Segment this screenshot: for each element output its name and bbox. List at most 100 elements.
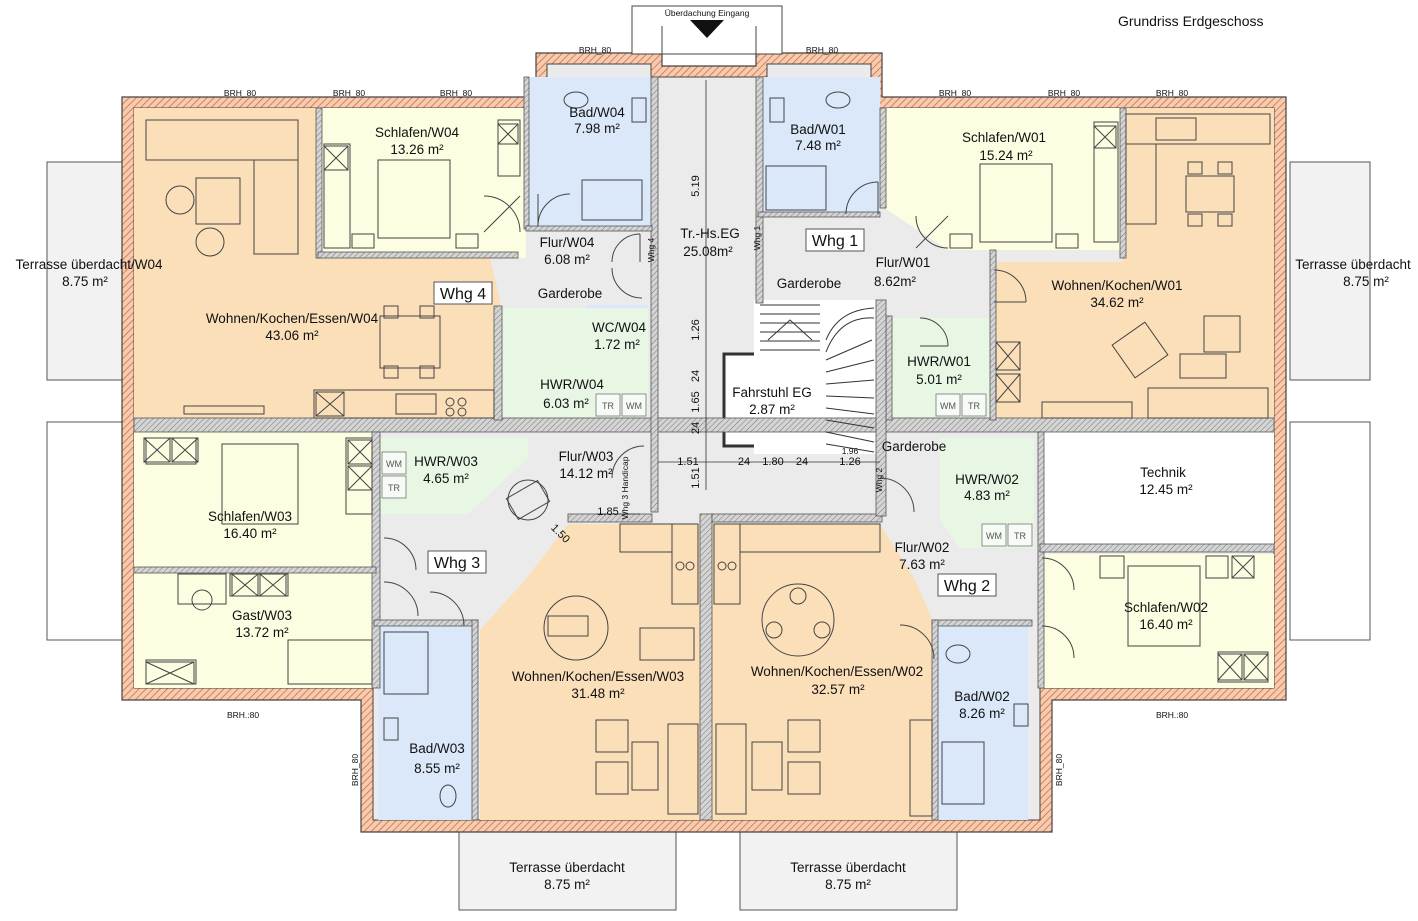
- room-area-hwr-w04: 6.03 m²: [543, 396, 589, 411]
- parapet-label: BRH_80: [350, 754, 360, 786]
- furniture: [145, 91, 1271, 817]
- apartment-tag-w1: Whg 1: [812, 233, 858, 250]
- room-area-schlafen-w01: 15.24 m²: [979, 148, 1033, 163]
- room-area-flur-w04: 6.08 m²: [544, 252, 590, 267]
- parapet-labels: BRH_80 BRH_80 BRH_80 BRH_80 BRH_80 BRH_8…: [224, 45, 1188, 786]
- room-area-flur-w03: 14.12 m²: [559, 466, 613, 481]
- appliance-wm: WM: [986, 531, 1002, 541]
- room-area-fahrstuhl: 2.87 m²: [749, 402, 795, 417]
- room-hwr-w03: [378, 438, 528, 514]
- appliance-wm: WM: [386, 459, 402, 469]
- cabinet-marks: [143, 123, 1269, 685]
- room-area-wohnen-w01: 34.62 m²: [1090, 295, 1144, 310]
- room-hwr-w02: [940, 438, 1034, 548]
- plan-title: Grundriss Erdgeschoss: [1118, 13, 1264, 29]
- interior-walls: [133, 76, 1275, 821]
- room-name-bad-w03: Bad/W03: [409, 741, 465, 756]
- room-area-bad-w04: 7.98 m²: [574, 121, 620, 136]
- parapet-label: BRH_80: [224, 88, 256, 98]
- room-name-bad-w04: Bad/W04: [569, 105, 625, 120]
- room-area-terrasse-west: 8.75 m²: [62, 274, 108, 289]
- dimension-label: 1.26: [839, 456, 860, 468]
- room-area-wc-w04: 1.72 m²: [594, 337, 640, 352]
- dimension-label: 24: [796, 456, 808, 468]
- room-name-bad-w02: Bad/W02: [954, 689, 1010, 704]
- room-area-terrasse-s2: 8.75 m²: [825, 877, 871, 892]
- room-labels: Bad/W04 7.98 m² Schlafen/W04 13.26 m² Fl…: [15, 105, 1411, 892]
- terrace-south-1-shape: [458, 831, 677, 911]
- appliance-wm: WM: [626, 401, 642, 411]
- apartment-tags: Whg 4 Whg 1 Whg 3 Whg 2: [427, 228, 997, 597]
- room-name-wohnen-w02: Wohnen/Kochen/Essen/W02: [751, 664, 923, 679]
- room-area-technik: 12.45 m²: [1139, 482, 1193, 497]
- door-notes: Whg 3 Handicap Whg 4 Whg 1 Whg 2: [620, 225, 884, 519]
- dimension-label: 24: [738, 456, 750, 468]
- room-area-hwr-w03: 4.65 m²: [423, 471, 469, 486]
- room-name-hwr-w01: HWR/W01: [907, 354, 971, 369]
- terrace-east-lower-shape: [1289, 421, 1371, 641]
- dimension-label: 24: [690, 370, 702, 382]
- dimension-label: 1.51: [690, 467, 702, 488]
- room-name-hwr-w04: HWR/W04: [540, 377, 604, 392]
- room-technik: [1044, 432, 1274, 544]
- dimension-label: 5.19: [690, 175, 702, 196]
- dimension-label: 1.51: [677, 456, 698, 468]
- room-area-schlafen-w04: 13.26 m²: [390, 142, 444, 157]
- room-name-flur-w01: Flur/W01: [876, 255, 931, 270]
- apartment-tag-w3: Whg 3: [434, 555, 480, 572]
- terrace-south-2-shape: [739, 831, 958, 911]
- terrace-west-shape: [46, 161, 127, 381]
- room-name-flur-w03: Flur/W03: [559, 449, 614, 464]
- room-name-terrasse-s2: Terrasse überdacht: [790, 860, 906, 875]
- room-name-terrasse-west: Terrasse überdacht/W04: [15, 257, 163, 272]
- room-area-wohnen-w02: 32.57 m²: [811, 682, 865, 697]
- room-bad-w01: [758, 77, 880, 215]
- room-area-terrasse-east: 8.75 m²: [1343, 274, 1389, 289]
- appliance-labels: WM TR WM TR WM TR WM TR: [386, 401, 1026, 541]
- room-area-bad-w02: 8.26 m²: [959, 706, 1005, 721]
- room-bad-w03: [378, 626, 476, 820]
- room-name-schlafen-w03: Schlafen/W03: [208, 509, 292, 524]
- room-name-flur-w04: Flur/W04: [540, 235, 595, 250]
- parapet-label: BRH_80: [806, 45, 838, 55]
- dimension-label: 1.85: [597, 506, 618, 518]
- parapet-label: BRH_80: [440, 88, 472, 98]
- room-name-wohnen-w03: Wohnen/Kochen/Essen/W03: [512, 669, 684, 684]
- garderobe-label: Garderobe: [538, 286, 603, 301]
- room-name-schlafen-w01: Schlafen/W01: [962, 130, 1046, 145]
- dimension-label: 1.80: [762, 456, 783, 468]
- room-name-schlafen-w04: Schlafen/W04: [375, 125, 460, 140]
- dimension-label: 1.96: [842, 446, 859, 456]
- room-name-hwr-w02: HWR/W02: [955, 472, 1019, 487]
- room-name-wohnen-w01: Wohnen/Kochen/W01: [1051, 278, 1182, 293]
- dimension-lines: [596, 80, 880, 515]
- room-name-technik: Technik: [1140, 465, 1186, 480]
- room-area-schlafen-w03: 16.40 m²: [223, 526, 277, 541]
- entrance-canopy-label: Überdachung Eingang: [665, 8, 750, 18]
- room-area-bad-w03: 8.55 m²: [414, 761, 460, 776]
- door-note-w4: Whg 4: [646, 237, 656, 262]
- room-name-gast-w03: Gast/W03: [232, 608, 292, 623]
- room-area-schlafen-w02: 16.40 m²: [1139, 617, 1193, 632]
- room-schlafen-w04: [318, 108, 526, 258]
- appliance-tr: TR: [1014, 531, 1026, 541]
- room-area-flur-w01: 8.62m²: [874, 274, 917, 289]
- room-area-flur-w02: 7.63 m²: [899, 557, 945, 572]
- parapet-label: BRH_80: [1054, 754, 1064, 786]
- garderobe-labels: Garderobe Garderobe Garderobe: [538, 276, 947, 454]
- appliance-wm: WM: [940, 401, 956, 411]
- parapet-label: BRH_80: [939, 88, 971, 98]
- doors: [383, 181, 1075, 660]
- apartment-tag-w2: Whg 2: [944, 578, 990, 595]
- room-name-terrasse-east: Terrasse überdacht: [1295, 257, 1411, 272]
- dimension-label: 1.26: [690, 319, 702, 340]
- room-name-flur-w02: Flur/W02: [895, 540, 950, 555]
- room-area-wohnen-w03: 31.48 m²: [571, 686, 625, 701]
- room-schlafen-w03: [134, 432, 376, 570]
- room-name-bad-w01: Bad/W01: [790, 122, 846, 137]
- room-gast-w03: [134, 570, 376, 688]
- room-area-treppenhaus: 25.08m²: [683, 244, 733, 259]
- room-name-wohnen-w04: Wohnen/Kochen/Essen/W04: [206, 311, 379, 326]
- terrace-west-lower-shape: [46, 421, 127, 641]
